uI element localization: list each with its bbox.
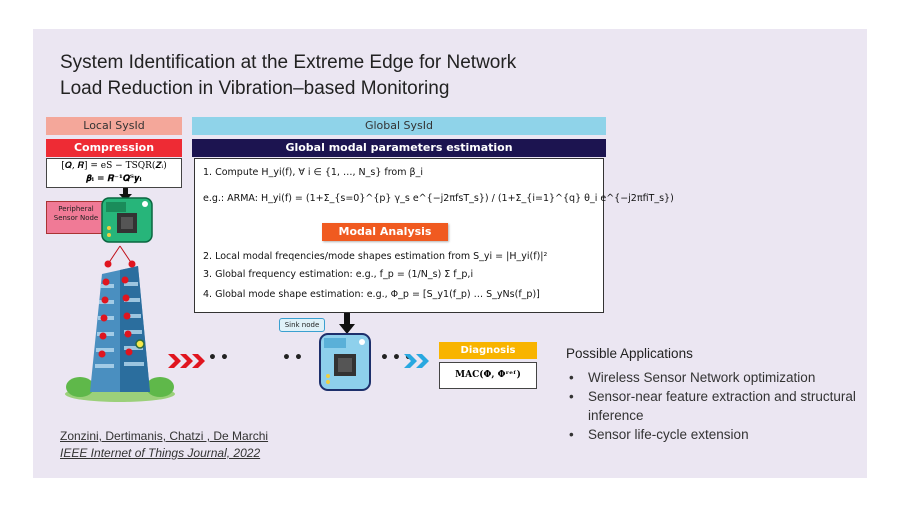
citation-journal[interactable]: IEEE Internet of Things Journal, 2022	[60, 446, 261, 460]
step-4-text: 4. Global mode shape estimation: e.g., Φ…	[203, 289, 540, 300]
local-sysid-header: Local SysId	[46, 117, 182, 135]
modal-analysis-badge: Modal Analysis	[322, 223, 448, 241]
peripheral-sensor-label: Peripheral Sensor Node	[46, 201, 106, 234]
sink-node-icon	[319, 333, 371, 391]
compression-eq-2: 𝜷ᵢ = 𝑹⁻¹𝑸ᵀ𝒚ᵢ	[86, 174, 142, 184]
title-line-1: System Identification at the Extreme Edg…	[60, 52, 517, 73]
diagnosis-formula: MAC(Φ, Φʳᵉᶠ)	[439, 362, 537, 389]
applications-list: Wireless Sensor Network optimization Sen…	[566, 368, 856, 444]
compression-eq-1: [𝑸, 𝑹] = eS − TSQR(𝒁ᵢ)	[61, 161, 167, 171]
arma-text: e.g.: ARMA: H_yi(f) = (1+Σ_{s=0}^{p} γ_s…	[203, 193, 674, 204]
citation: Zonzini, Dertimanis, Chatzi , De Marchi …	[60, 428, 268, 462]
step-1: 1. Compute H_yi(f), ∀ i ∈ {1, …, N_s} fr…	[203, 167, 423, 178]
building-illustration	[65, 245, 175, 402]
global-estimation-header: Global modal parameters estimation	[192, 139, 606, 157]
slide-title: System Identification at the Extreme Edg…	[60, 50, 620, 102]
peripheral-sensor-icon	[101, 197, 153, 243]
blue-chevron-arrows-icon	[404, 354, 429, 368]
compression-header: Compression	[46, 139, 182, 157]
applications-title: Possible Applications	[566, 346, 693, 361]
global-sysid-header: Global SysId	[192, 117, 606, 135]
estimation-to-sink-arrow	[339, 313, 355, 334]
ellipsis-dots-2: ••	[282, 350, 306, 366]
step-1-text: 1. Compute H_yi(f), ∀ i ∈ {1, …, N_s} fr…	[203, 167, 423, 178]
compression-equations: [𝑸, 𝑹] = eS − TSQR(𝒁ᵢ) 𝜷ᵢ = 𝑹⁻¹𝑸ᵀ𝒚ᵢ	[46, 158, 182, 188]
citation-authors[interactable]: Zonzini, Dertimanis, Chatzi , De Marchi	[60, 429, 269, 443]
step-3: 3. Global frequency estimation: e.g., f_…	[203, 269, 474, 280]
application-item: Wireless Sensor Network optimization	[566, 368, 856, 387]
title-line-2: Load Reduction in Vibration–based Monito…	[60, 78, 450, 99]
arma-formula: e.g.: ARMA: H_yi(f) = (1+Σ_{s=0}^{p} γ_s…	[203, 193, 674, 204]
ellipsis-dots-1: ••	[208, 350, 232, 366]
step-2-text: 2. Local modal freqencies/mode shapes es…	[203, 251, 547, 262]
diagnosis-header: Diagnosis	[439, 342, 537, 359]
step-3-text: 3. Global frequency estimation: e.g., f_…	[203, 269, 473, 280]
red-chevron-arrows-icon	[168, 354, 205, 368]
step-4: 4. Global mode shape estimation: e.g., Φ…	[203, 289, 540, 300]
sink-node-label: Sink node	[279, 318, 325, 332]
application-item: Sensor life-cycle extension	[566, 425, 856, 444]
application-item: Sensor-near feature extraction and struc…	[566, 387, 856, 425]
step-2: 2. Local modal freqencies/mode shapes es…	[203, 251, 548, 262]
